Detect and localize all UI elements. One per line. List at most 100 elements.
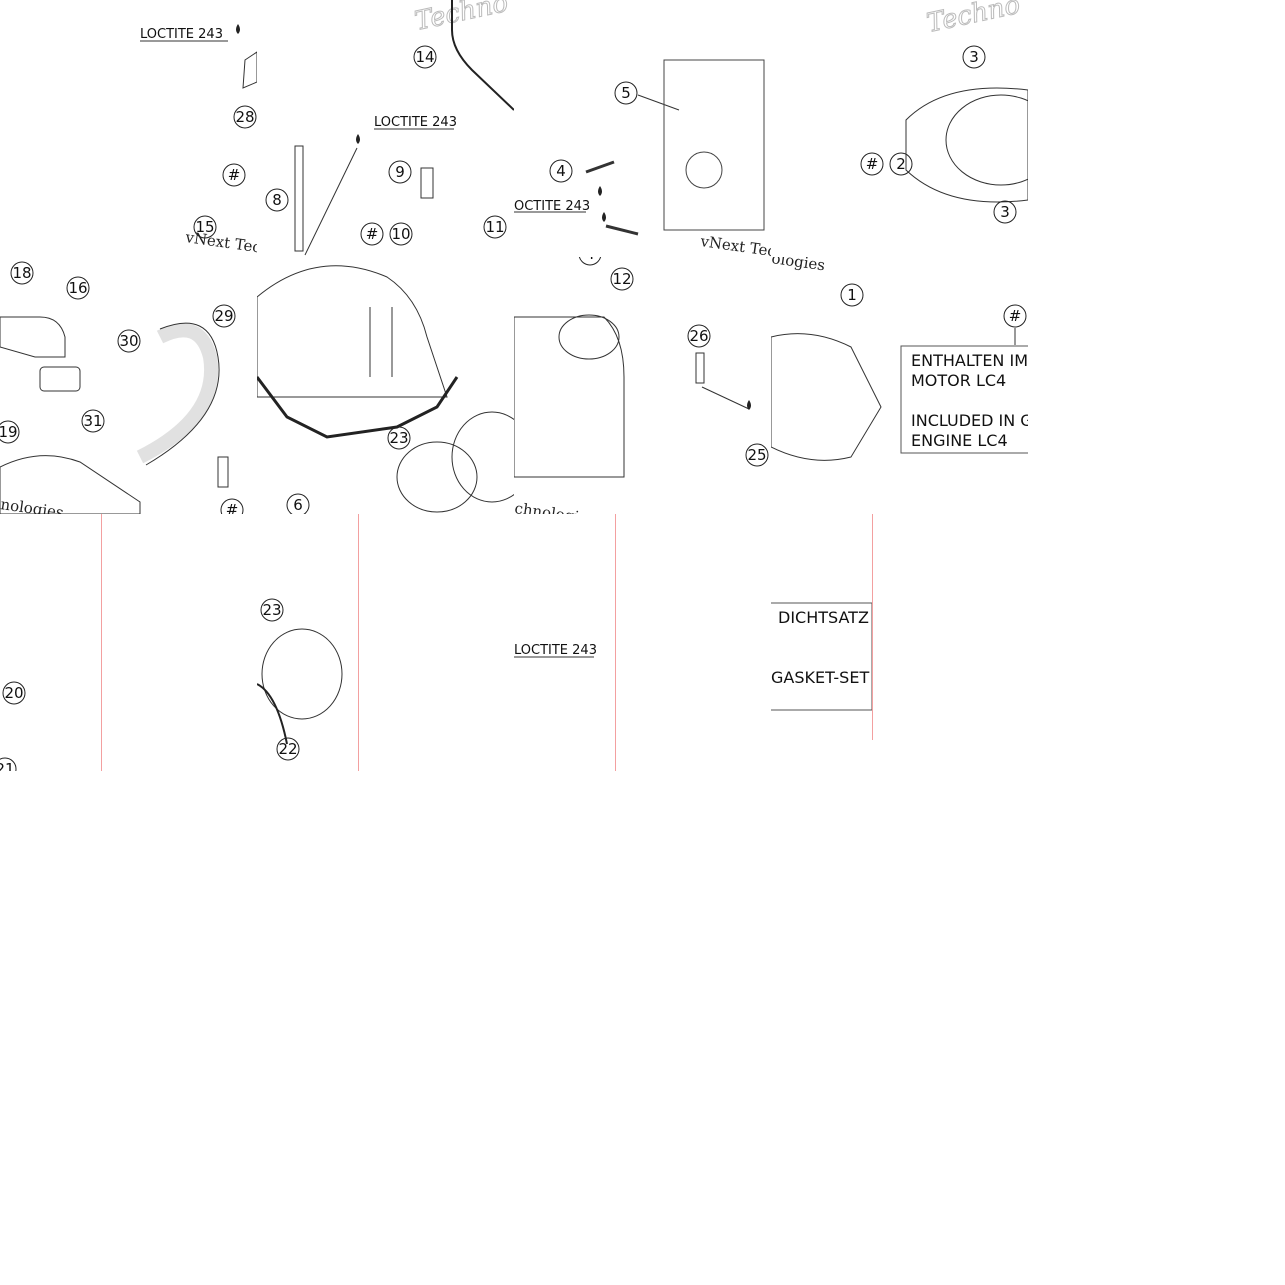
callout-10 <box>389 222 413 246</box>
leader-line <box>304 147 358 256</box>
callout-28 <box>233 105 257 129</box>
tile-r0c3: Techno 3 # 2 3 <box>771 0 1028 257</box>
callout-3-text: 3 <box>969 48 979 66</box>
tile-r0c0: LOCTITE 243 28 # 15 vNext Tec <box>0 0 257 257</box>
callout-23 <box>260 598 284 622</box>
dowel-outline <box>585 160 615 174</box>
loctite-label: LOCTITE 243 <box>374 115 457 130</box>
note-included-de-2: MOTOR LC4 <box>911 371 1007 390</box>
hose-outline <box>136 323 219 464</box>
tile-r2c1-drawing: 23 22 <box>257 598 343 761</box>
tile-r1c2-drawing: 4 12 26 25 chnologies <box>514 257 769 514</box>
hash-callout-text: # <box>366 225 379 243</box>
tile-r1c1: 23 6 <box>257 257 514 514</box>
callout-4-text: 4 <box>585 257 595 263</box>
hash-callout-text: # <box>866 155 879 173</box>
callout-14 <box>413 45 437 69</box>
callout-12 <box>610 267 634 291</box>
head-gasket-outline <box>905 87 1028 203</box>
callout-5 <box>614 81 638 105</box>
tile-r0c0-drawing: LOCTITE 243 28 # 15 vNext Tec <box>140 24 257 257</box>
watermark-text: Techno <box>412 0 511 37</box>
tile-r0c2-drawing: 5 4 OCTITE 243 vNext Tec <box>514 59 771 257</box>
note-box <box>900 345 1028 454</box>
watermark-text: ologies <box>771 257 826 274</box>
callout-2 <box>889 152 913 176</box>
callout-23-text: 23 <box>262 601 281 619</box>
callout-9 <box>388 160 412 184</box>
callout-21-text: 21 <box>0 760 15 771</box>
callout-22-text: 22 <box>278 740 297 758</box>
tile-r0c3-drawing: Techno 3 # 2 3 <box>860 0 1028 224</box>
tile-r1c0: 18 16 29 30 31 19 # nologies <box>0 257 257 514</box>
callout-4-text: 4 <box>556 162 566 180</box>
callout-26 <box>687 324 711 348</box>
tile-r2c2: LOCTITE 243 <box>514 514 616 771</box>
tile-r2c1: 23 22 <box>257 514 359 771</box>
boot-outline <box>257 683 288 745</box>
callout-15 <box>193 215 217 239</box>
callout-18-text: 18 <box>12 264 31 282</box>
loctite-label: OCTITE 243 <box>514 199 590 214</box>
hash-callout <box>222 163 246 187</box>
tile-r0c1-drawing: Techno 7 14 LOCTITE 243 8 9 # 10 11 <box>265 0 514 256</box>
loctite-drop-icon <box>236 24 240 34</box>
loctite-label: LOCTITE 243 <box>140 27 223 42</box>
callout-20 <box>2 681 26 705</box>
watermark-text: Techno <box>924 0 1023 39</box>
callout-16-text: 16 <box>68 279 87 297</box>
clamp-outline <box>396 441 478 513</box>
callout-21 <box>0 757 17 771</box>
callout-26-text: 26 <box>689 327 708 345</box>
leader-line <box>701 386 750 410</box>
tile-r1c0-drawing: 18 16 29 30 31 19 # nologies <box>0 261 244 514</box>
tile-r1c2: 4 12 26 25 chnologies <box>514 257 771 514</box>
loctite-drop-icon <box>747 400 751 410</box>
callout-30 <box>117 329 141 353</box>
watermark-text: vNext Tec <box>698 232 771 257</box>
hash-callout-text: # <box>228 166 241 184</box>
loctite-drop-icon <box>602 212 606 222</box>
hash-callout <box>220 498 244 514</box>
note-gasket-en: GASKET-SET <box>771 668 870 687</box>
callout-25 <box>745 443 769 467</box>
port-outline <box>685 151 723 189</box>
cylinder-head-outline <box>663 59 765 231</box>
callout-5-text: 5 <box>621 84 631 102</box>
callout-31-text: 31 <box>83 412 102 430</box>
note-gasket-de: DICHTSATZ <box>778 608 869 627</box>
callout-11-text: 11 <box>485 218 504 236</box>
callout-3 <box>993 200 1017 224</box>
callout-4 <box>549 159 573 183</box>
bolt-outline <box>695 352 705 384</box>
tile-r2c3-drawing <box>771 602 873 711</box>
watermark-text: chnologies <box>514 499 597 514</box>
bore-outline <box>945 94 1028 186</box>
loctite-drop-icon <box>598 186 602 196</box>
tile-guide-line <box>101 514 102 771</box>
dowel-outline <box>605 224 639 236</box>
hose-outline <box>145 322 220 466</box>
sensor-outline <box>420 167 434 199</box>
note-included-en-1: INCLUDED IN G <box>911 411 1028 430</box>
callout-23-text: 23 <box>389 429 408 447</box>
callout-16 <box>66 276 90 300</box>
tile-r2c0-drawing: 20 21 <box>0 681 26 771</box>
hash-callout <box>860 152 884 176</box>
cylinder-head-outline <box>514 316 625 478</box>
callout-19 <box>0 420 20 444</box>
cover-outline <box>0 455 141 514</box>
valve-cover-gasket <box>257 376 459 439</box>
clamp-outline <box>261 628 343 720</box>
callout-30-text: 30 <box>119 332 138 350</box>
callout-3-text: 3 <box>1000 203 1010 221</box>
callout-11 <box>483 215 507 239</box>
valve-cover-outline <box>257 265 448 398</box>
callout-29-text: 29 <box>214 307 233 325</box>
intake-boot-outline <box>451 411 514 503</box>
callout-10-text: 10 <box>391 225 410 243</box>
watermark-text: vNext Tec <box>183 228 257 257</box>
note-included-en-2: ENGINE LC4 <box>911 431 1008 450</box>
callout-20-text: 20 <box>4 684 23 702</box>
tile-r0c1: Techno 7 14 LOCTITE 243 8 9 # 10 11 <box>257 0 514 257</box>
